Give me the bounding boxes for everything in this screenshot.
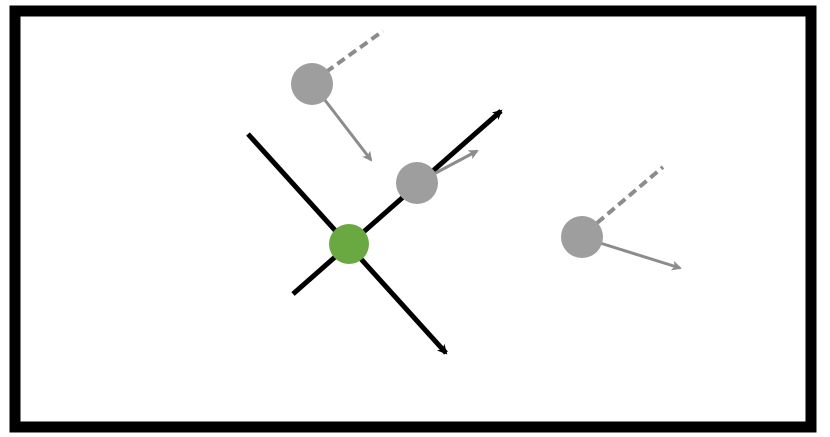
particle-group-1 <box>291 29 385 162</box>
trail-3-dashed-line-icon <box>595 165 665 225</box>
frame-border <box>9 5 817 433</box>
particle-3-gray-circle-icon <box>561 216 603 258</box>
particle-group-3 <box>561 165 682 271</box>
particle-1-gray-circle-icon <box>291 63 333 105</box>
velocity-arrow-3-gray-arrow-icon <box>599 241 682 271</box>
particle-group-2 <box>396 149 479 204</box>
center-point-green-dot-icon <box>329 224 369 264</box>
trail-1-dashed-line-icon <box>324 29 385 74</box>
velocity-arrow-2-gray-arrow-icon <box>429 149 479 178</box>
axis-line-sw-ne-black-line-icon <box>291 109 503 296</box>
velocity-arrow-1-gray-arrow-icon <box>319 94 373 162</box>
particle-2-gray-circle-icon <box>396 162 438 204</box>
